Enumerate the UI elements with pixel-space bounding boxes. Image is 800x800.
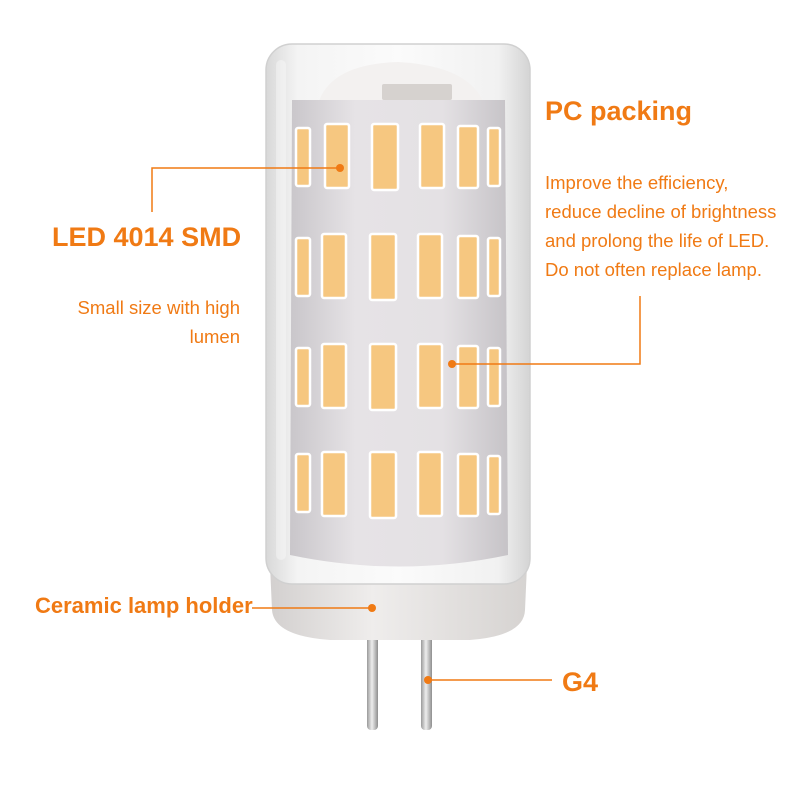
led-chip: [486, 454, 502, 516]
led-chip: [320, 342, 348, 410]
pc-packing-title: PC packing: [545, 96, 693, 126]
led-chip: [456, 234, 480, 300]
pc-packing-line: Improve the efficiency,: [545, 172, 729, 193]
led-chip-grid: [294, 122, 502, 520]
pc-packing-line: and prolong the life of LED.: [545, 230, 770, 251]
led-chip: [320, 450, 348, 518]
led-chip: [416, 232, 444, 300]
led-smd-line: lumen: [189, 326, 240, 347]
led-chip: [416, 450, 444, 518]
led-smd-description: Small size with high lumen: [60, 293, 240, 351]
ceramic-holder-label: Ceramic lamp holder: [35, 593, 253, 618]
pc-packing-line: reduce decline of brightness: [545, 201, 777, 222]
cover-highlight: [276, 60, 286, 560]
g4-label: G4: [562, 667, 599, 697]
led-chip: [416, 342, 444, 410]
callout-dot-led: [336, 164, 344, 172]
led-chip: [294, 126, 312, 188]
callout-line-led: [151, 167, 340, 212]
led-chip: [368, 450, 398, 520]
led-chip: [486, 126, 502, 188]
led-chip: [486, 346, 502, 408]
led-chip: [294, 346, 312, 408]
callout-line-pc: [452, 296, 641, 365]
callout-dot-ceramic: [368, 604, 376, 612]
led-chip: [370, 122, 400, 192]
led-smd-line: Small size with high: [77, 297, 240, 318]
led-chip: [323, 122, 351, 190]
led-chip: [456, 124, 480, 190]
led-body: [290, 100, 508, 567]
led-chip: [368, 232, 398, 302]
led-chip: [368, 342, 398, 412]
led-chip: [294, 452, 312, 514]
led-chip: [486, 236, 502, 298]
pc-packing-description: Improve the efficiency, reduce decline o…: [545, 168, 776, 284]
led-chip: [294, 236, 312, 298]
callout-dot-pc: [448, 360, 456, 368]
led-chip: [456, 344, 480, 410]
led-chip: [456, 452, 480, 518]
led-smd-title: LED 4014 SMD: [52, 222, 242, 252]
cover-top-chip: [382, 84, 452, 100]
g4-pin-left: [367, 612, 378, 730]
led-chip: [320, 232, 348, 300]
callout-dot-g4: [424, 676, 432, 684]
g4-pin-right: [421, 612, 432, 730]
led-chip: [418, 122, 446, 190]
pc-packing-line: Do not often replace lamp.: [545, 259, 762, 280]
